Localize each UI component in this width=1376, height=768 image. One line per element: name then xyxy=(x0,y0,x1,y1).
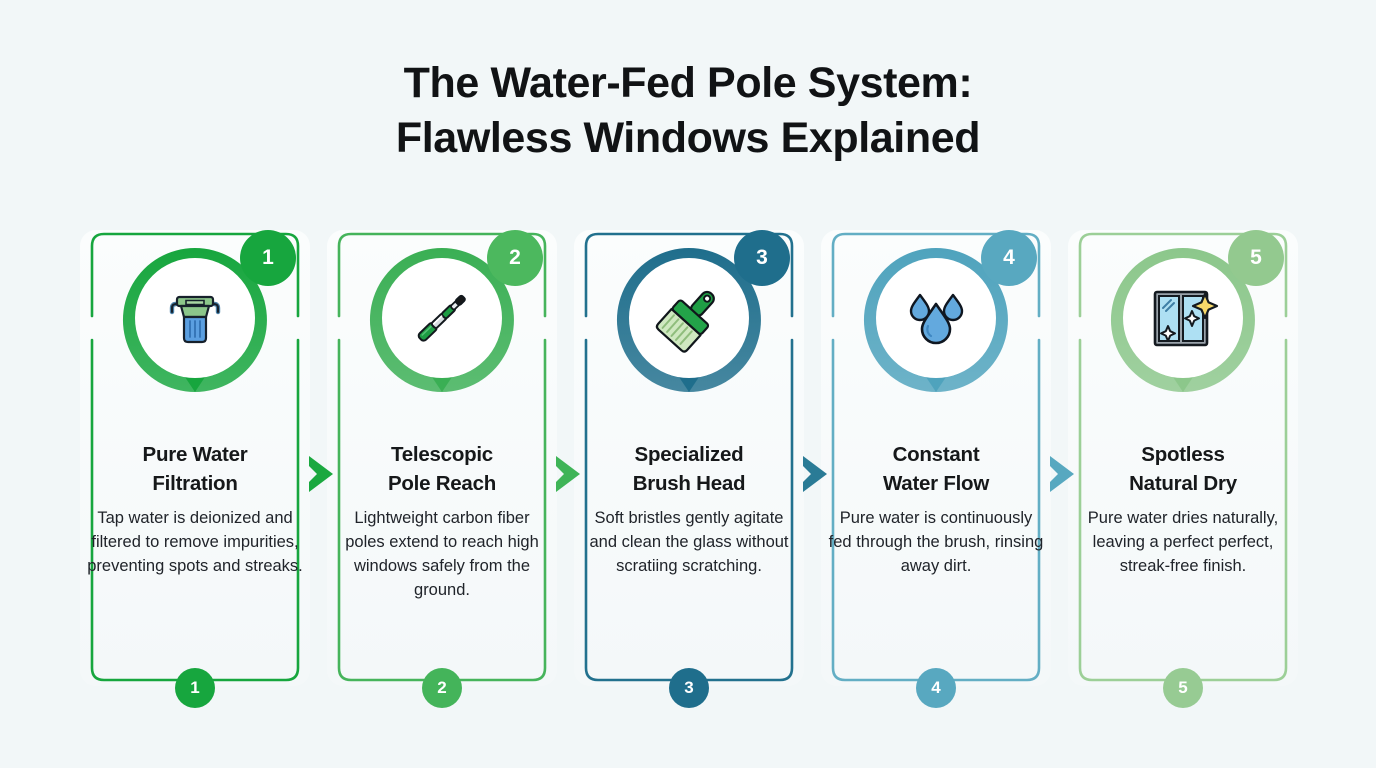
step-title-line-1: Telescopic xyxy=(391,443,493,466)
cleaning-brush-icon xyxy=(629,258,749,378)
step-description: Lightweight carbon fiber poles extend to… xyxy=(345,509,539,599)
step-title-line-1: Specialized xyxy=(634,443,744,466)
step-badge-bottom: 5 xyxy=(1163,668,1203,708)
arrow-step3-to-step4 xyxy=(789,446,845,502)
arrow-step2-to-step3 xyxy=(542,446,598,502)
sparkling-window-icon xyxy=(1153,290,1219,347)
water-droplets-icon xyxy=(876,258,996,378)
step-title-line-2: Pole Reach xyxy=(387,472,497,496)
arrow-step1-to-step2 xyxy=(295,446,351,502)
step-description: Soft bristles gently agitate and clean t… xyxy=(589,509,789,576)
step-title-line-1: Constant xyxy=(892,443,980,466)
step-description: Pure water dries naturally, leaving a pe… xyxy=(1087,509,1279,576)
step-title-line-2: Water Flow xyxy=(882,472,990,496)
step-badge-top: 2 xyxy=(487,230,543,286)
step-badge-top: 4 xyxy=(981,230,1037,286)
step-description: Tap water is deionized and filtered to r… xyxy=(87,509,303,576)
step-badge-top: 3 xyxy=(734,230,790,286)
cleaning-brush-icon xyxy=(655,290,715,353)
title-line-2: Flawless Windows Explained xyxy=(395,114,981,163)
arrow-step4-to-step5 xyxy=(1036,446,1092,502)
step-title-line-1: Spotless xyxy=(1141,443,1225,466)
step-badge-top: 1 xyxy=(240,230,296,286)
step-title-line-2: Natural Dry xyxy=(1129,472,1237,496)
water-droplets-icon xyxy=(909,293,964,345)
step-title-line-2: Filtration xyxy=(152,472,238,496)
step-badge-bottom: 2 xyxy=(422,668,462,708)
sparkling-window-icon xyxy=(1123,258,1243,378)
page-title: The Water-Fed Pole System: Flawless Wind… xyxy=(0,56,1376,166)
step-description: Pure water is continuously fed through t… xyxy=(828,509,1044,576)
step-badge-top: 5 xyxy=(1228,230,1284,286)
telescopic-pole-icon xyxy=(382,258,502,378)
water-filter-icon xyxy=(169,295,221,344)
step-title-line-1: Pure Water xyxy=(142,443,248,466)
step-title-line-2: Brush Head xyxy=(632,472,746,496)
telescopic-pole-icon xyxy=(417,294,466,342)
title-line-1: The Water-Fed Pole System: xyxy=(403,59,973,107)
step-badge-bottom: 4 xyxy=(916,668,956,708)
water-filter-icon xyxy=(135,258,255,378)
step-badge-bottom: 3 xyxy=(669,668,709,708)
step-badge-bottom: 1 xyxy=(175,668,215,708)
